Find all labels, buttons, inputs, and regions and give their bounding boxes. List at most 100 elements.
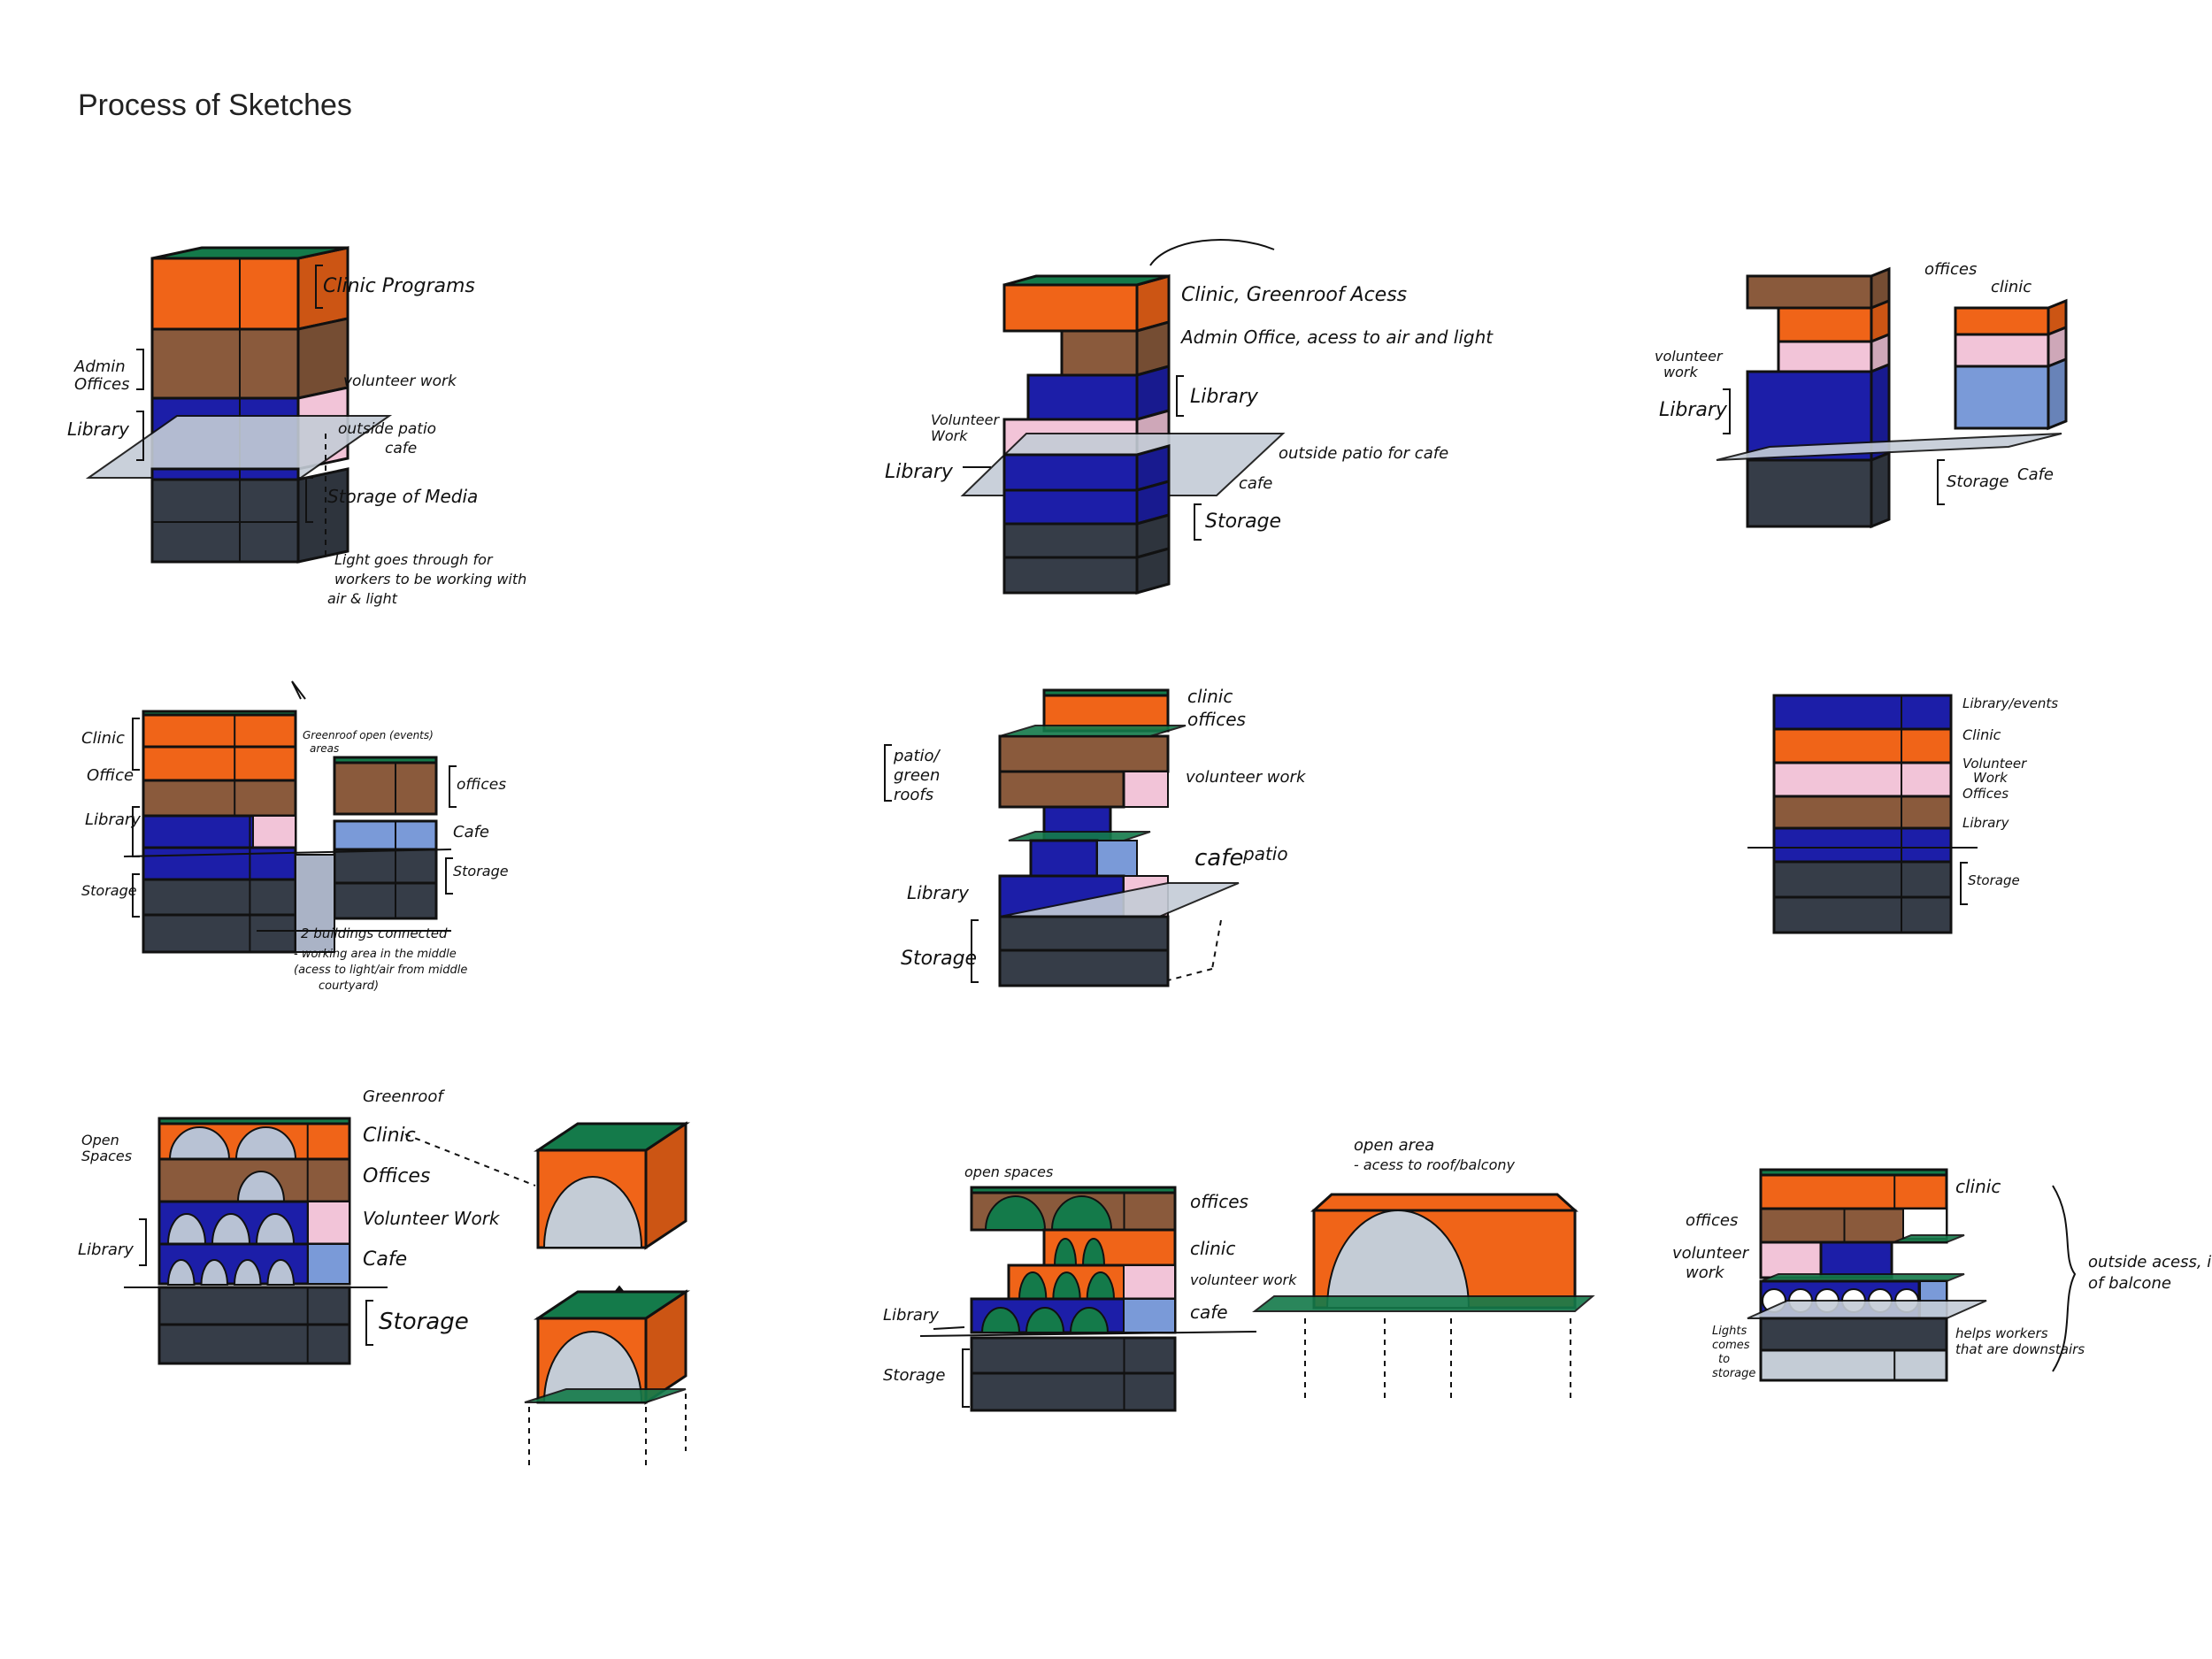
bracket	[132, 873, 140, 918]
label-cafe: cafe	[1239, 474, 1272, 493]
label-storage-left: Storage	[81, 882, 137, 899]
block-front	[1777, 306, 1873, 343]
label-offices: offices	[1190, 1191, 1248, 1212]
block-front	[1759, 1173, 1948, 1210]
label-library: Library	[1962, 815, 2010, 831]
arch-opening	[1081, 1238, 1106, 1266]
block-front	[333, 848, 438, 885]
label-light-3: air & light	[327, 590, 398, 607]
leader-arrow	[1149, 239, 1275, 266]
bracket	[445, 857, 453, 895]
block-front	[1060, 329, 1139, 377]
green-roof	[1003, 274, 1170, 287]
block-front	[142, 745, 297, 782]
label-helps-1: helps workers	[1955, 1325, 2048, 1341]
green-roof	[534, 1122, 690, 1152]
cafe-zone	[1096, 840, 1138, 877]
label-cafe: cafe	[1190, 1302, 1228, 1323]
arch-opening	[1086, 1271, 1116, 1300]
page-title: Process of Sketches	[78, 88, 352, 122]
bracket	[1937, 459, 1945, 505]
block-side	[296, 467, 349, 564]
bracket	[305, 477, 313, 523]
label-storage: Storage	[1205, 511, 1281, 533]
cafe-zone	[1123, 1298, 1176, 1333]
green-roof	[151, 246, 349, 260]
label-outside-patio: outside patio	[338, 420, 436, 438]
label-library: Library	[78, 1240, 134, 1259]
block-front	[1759, 1317, 1948, 1352]
bracket	[884, 744, 892, 802]
label-greenroof-1: Greenroof open (events)	[303, 729, 434, 741]
label-volunteer-2: work	[1663, 364, 1698, 380]
label-volunteer-1: Volunteer	[1962, 756, 2027, 772]
block-front	[1759, 1240, 1823, 1279]
arch-opening	[266, 1259, 296, 1286]
arch-opening	[234, 1126, 297, 1160]
label-patio: patio	[1242, 843, 1288, 864]
bracket	[136, 349, 144, 390]
patio-slab	[1893, 1234, 1965, 1243]
label-storage: Storage	[883, 1366, 945, 1385]
label-lights-2: comes	[1712, 1339, 1750, 1352]
label-open-2: Spaces	[81, 1148, 132, 1164]
open-area-section	[1252, 1193, 1595, 1402]
label-patio-2: green	[894, 766, 940, 785]
block-front	[1002, 522, 1139, 559]
block-front	[1026, 373, 1139, 421]
patio-slab	[1747, 1300, 1987, 1319]
block-side	[2047, 357, 2068, 431]
block-front	[970, 1336, 1177, 1375]
label-storage: Storage	[1947, 472, 2008, 491]
label-clinic: clinic	[1991, 278, 2032, 296]
label-lights-3: to	[1718, 1353, 1730, 1366]
bracket	[136, 411, 144, 461]
arch-opening	[168, 1126, 231, 1160]
arch-opening	[211, 1213, 251, 1245]
label-patio-3: roofs	[894, 786, 933, 804]
label-open-1: Open	[81, 1132, 119, 1148]
label-open-area-2: - acess to roof/balcony	[1354, 1156, 1516, 1173]
label-cafe: Cafe	[363, 1248, 407, 1271]
label-volunteer-1: Volunteer	[931, 411, 1000, 428]
block-front	[998, 734, 1170, 773]
block-front	[1772, 795, 1953, 830]
bracket	[132, 718, 140, 771]
arch-opening	[236, 1171, 286, 1202]
arch-opening	[1052, 1271, 1081, 1300]
arch-opening	[1053, 1238, 1078, 1266]
label-clinic: Clinic	[81, 729, 125, 748]
green-roof	[970, 1186, 1177, 1194]
bracket	[1194, 503, 1202, 541]
leader-line	[1167, 968, 1213, 981]
block-front	[1954, 365, 2050, 430]
arch-section	[542, 1176, 643, 1248]
green-roof	[333, 756, 438, 764]
label-greenroof-2: areas	[310, 742, 339, 755]
volunteer-zone	[252, 815, 296, 849]
block-front	[1759, 1348, 1948, 1382]
label-clinic: clinic	[1187, 686, 1233, 707]
block-front	[1002, 453, 1139, 492]
arch-opening	[166, 1213, 207, 1245]
block-front	[142, 878, 297, 917]
bracket	[449, 765, 457, 808]
label-volunteer: volunteer work	[1190, 1271, 1297, 1288]
block-front	[1954, 333, 2050, 368]
arch-opening	[1018, 1271, 1048, 1300]
label-storage-right: Storage	[453, 863, 509, 879]
block-front	[998, 949, 1170, 987]
label-offices: offices	[1187, 709, 1246, 730]
label-storage-media: Storage of Media	[327, 486, 478, 507]
label-admin: Admin	[73, 357, 126, 376]
section-diagram-bottom	[524, 1289, 690, 1469]
green-roof	[157, 1117, 351, 1125]
leader-line	[919, 1331, 1257, 1337]
label-library-events: Library/events	[1962, 695, 2058, 711]
block-front	[1002, 488, 1139, 526]
block-front	[998, 915, 1170, 952]
block-front	[1777, 340, 1873, 373]
label-offices: offices	[1686, 1211, 1738, 1230]
